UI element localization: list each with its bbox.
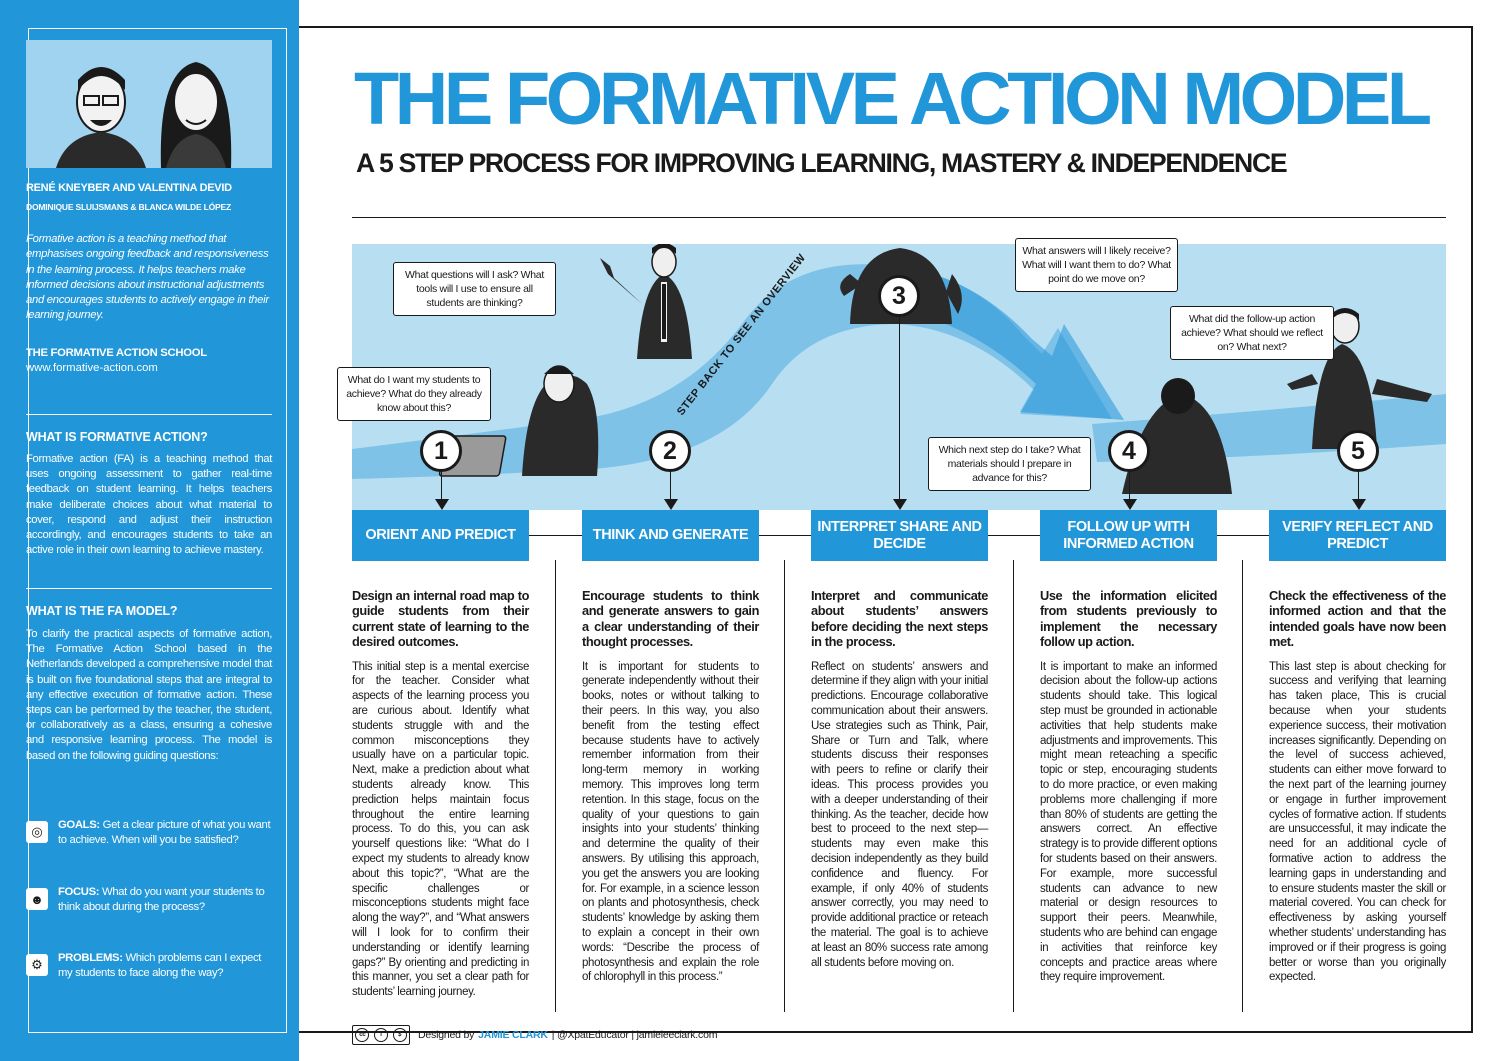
gears-icon: ⚙ <box>26 954 48 976</box>
authors-portrait <box>26 40 272 168</box>
step-number-3: 3 <box>878 275 920 317</box>
speech-bubble: What did the follow-up action achieve? W… <box>1170 306 1334 360</box>
step-title-4: FOLLOW UP WITH INFORMED ACTION <box>1040 510 1217 561</box>
page-subtitle: A 5 STEP PROCESS FOR IMPROVING LEARNING,… <box>356 148 1288 178</box>
speech-bubble: What questions will I ask? What tools wi… <box>393 262 556 316</box>
step-title-5: VERIFY REFLECT AND PREDICT <box>1269 510 1446 561</box>
step-number-4: 4 <box>1108 430 1150 472</box>
question-label: GOALS: <box>58 819 100 831</box>
step-column-1: Design an internal road map to guide stu… <box>352 588 529 1000</box>
what-is-text: Formative action (FA) is a teaching meth… <box>26 453 272 557</box>
step-body: It is important to make an informed deci… <box>1040 660 1217 984</box>
sidebar: RENÉ KNEYBER AND VALENTINA DEVID DOMINIQ… <box>0 0 299 1061</box>
speech-bubble: What answers will I likely receive? What… <box>1015 238 1178 292</box>
step-column-4: Use the information elicited from studen… <box>1040 588 1217 985</box>
step-connector <box>1129 472 1130 500</box>
step-connector <box>1358 472 1359 500</box>
question-text: What do you want your students to think … <box>58 886 265 914</box>
speech-bubble: Which next step do I take? What material… <box>928 437 1091 491</box>
speech-bubble: What do I want my students to achieve? W… <box>337 367 491 421</box>
arrow-down-icon <box>893 499 907 510</box>
question-label: FOCUS: <box>58 886 100 898</box>
intro-text: Formative action is a teaching method th… <box>26 233 269 322</box>
authors: RENÉ KNEYBER AND VALENTINA DEVID DOMINIQ… <box>26 182 272 212</box>
step-connector <box>899 317 900 500</box>
sidebar-divider <box>26 414 272 415</box>
question-text: Which problems can I expect my students … <box>58 952 262 980</box>
designer-contact[interactable]: | @XpatEducator | jamieleeclark.com <box>551 1029 718 1041</box>
step-heading: Check the effectiveness of the informed … <box>1269 588 1446 650</box>
step-heading: Interpret and communicate about students… <box>811 588 988 650</box>
authors-secondary: DOMINIQUE SLUIJSMANS & BLANCA WILDE LÓPE… <box>26 202 231 212</box>
sidebar-divider <box>26 588 272 589</box>
step-title-3: INTERPRET SHARE AND DECIDE <box>811 510 988 561</box>
question-text: Get a clear picture of what you want to … <box>58 819 271 847</box>
step-connector <box>670 472 671 500</box>
step-body: This initial step is a mental exercise f… <box>352 660 529 999</box>
step-body: It is important for students to generate… <box>582 660 759 984</box>
question-problems: ⚙ PROBLEMS: Which problems can I expect … <box>26 951 272 982</box>
question-focus: ☻ FOCUS: What do you want your students … <box>26 885 272 916</box>
school-name: THE FORMATIVE ACTION SCHOOL <box>26 347 207 359</box>
step-title-1: ORIENT AND PREDICT <box>352 510 529 561</box>
step-body: This last step is about checking for suc… <box>1269 660 1446 984</box>
step-body: Reflect on students’ answers and determi… <box>811 660 988 969</box>
model-heading: WHAT IS THE FA MODEL? <box>26 604 178 618</box>
what-is-heading: WHAT IS FORMATIVE ACTION? <box>26 430 208 444</box>
arrow-down-icon <box>435 499 449 510</box>
column-divider <box>555 560 556 1012</box>
arrow-down-icon <box>1352 499 1366 510</box>
target-icon: ◎ <box>26 821 48 843</box>
step-column-5: Check the effectiveness of the informed … <box>1269 588 1446 985</box>
question-goals: ◎ GOALS: Get a clear picture of what you… <box>26 818 272 849</box>
school-info: THE FORMATIVE ACTION SCHOOL www.formativ… <box>26 346 272 376</box>
step-heading: Design an internal road map to guide stu… <box>352 588 529 650</box>
step-number-1: 1 <box>420 430 462 472</box>
designed-by-label: Designed by <box>418 1029 475 1041</box>
step-number-5: 5 <box>1337 430 1379 472</box>
title-divider <box>352 217 1446 218</box>
page-title: THE FORMATIVE ACTION MODEL <box>354 57 1432 140</box>
arrow-down-icon <box>1123 499 1137 510</box>
step-title-2: THINK AND GENERATE <box>582 510 759 561</box>
model-text: To clarify the practical aspects of form… <box>26 628 272 762</box>
step-column-3: Interpret and communicate about students… <box>811 588 988 970</box>
column-divider <box>1013 560 1014 1012</box>
school-url[interactable]: www.formative-action.com <box>26 362 158 374</box>
authors-main: RENÉ KNEYBER AND VALENTINA DEVID <box>26 182 232 194</box>
step-column-2: Encourage students to think and generate… <box>582 588 759 985</box>
step-connector <box>441 472 442 500</box>
step-heading: Encourage students to think and generate… <box>582 588 759 650</box>
main-frame <box>299 26 1473 1033</box>
step-heading: Use the information elicited from studen… <box>1040 588 1217 650</box>
column-divider <box>784 560 785 1012</box>
designer-name: JAMIE CLARK <box>478 1029 548 1041</box>
column-divider <box>1242 560 1243 1012</box>
step-number-2: 2 <box>649 430 691 472</box>
question-label: PROBLEMS: <box>58 952 123 964</box>
sidebar-frame <box>28 28 287 1033</box>
arrow-down-icon <box>664 499 678 510</box>
head-focus-icon: ☻ <box>26 888 48 910</box>
